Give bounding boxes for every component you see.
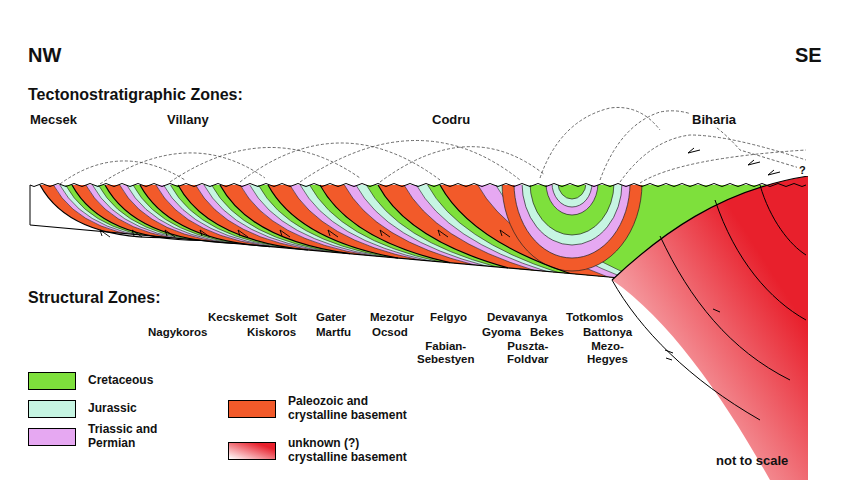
unconformity <box>30 184 806 187</box>
zone-label: Felgyo <box>430 311 467 324</box>
fold-layer <box>514 108 630 258</box>
dashed-arc <box>60 161 185 184</box>
legend-swatch <box>28 400 76 418</box>
direction-label: SE <box>795 44 822 66</box>
slip-arrow <box>165 230 175 237</box>
zone-label: Martfu <box>316 326 351 339</box>
detachment <box>30 225 620 278</box>
section-heading: Structural Zones: <box>28 289 160 307</box>
slip-arrow <box>200 230 210 237</box>
zone-label: ? <box>797 164 808 176</box>
thrust-line <box>660 236 790 380</box>
zone-label: not to scale <box>716 454 788 468</box>
thrust-line <box>760 185 806 255</box>
slip-arrow <box>380 230 390 237</box>
zone-label: Biharia <box>690 113 738 127</box>
zone-label: Bekes <box>530 326 564 339</box>
slip-arrow <box>713 309 720 312</box>
zone-label: Totkomlos <box>566 311 623 324</box>
legend-text: Paleozoic and crystalline basement <box>288 395 418 423</box>
legend-swatch <box>228 442 276 460</box>
dashed-arc <box>100 153 265 184</box>
zone-label: Ocsod <box>372 326 408 339</box>
zone-label: Mecsek <box>28 113 79 127</box>
fold-layer <box>558 167 586 199</box>
thrust-fault <box>440 185 570 274</box>
slip-arrow <box>665 350 673 360</box>
legend-text: Triassic and Permian <box>88 423 168 451</box>
thrust-line <box>612 280 760 420</box>
dashed-arc <box>600 111 806 180</box>
slip-arrow <box>328 230 338 237</box>
legend-text: Jurassic <box>88 402 137 416</box>
direction-label: NW <box>28 44 61 66</box>
eroded-folds <box>60 107 806 184</box>
arrow <box>768 170 780 175</box>
dashed-arc <box>380 147 545 182</box>
legend-swatch <box>228 400 276 418</box>
thrust-fault <box>268 185 398 258</box>
slip-arrow <box>132 230 142 237</box>
section-edge <box>30 185 31 225</box>
thrust-fault <box>40 185 170 238</box>
thrust-fault <box>378 185 508 268</box>
zone-label: Gyoma <box>482 326 521 339</box>
thrust-line <box>715 200 806 320</box>
zone-label: Solt <box>275 311 297 324</box>
legend-swatch <box>28 372 76 390</box>
legend-swatch <box>28 428 76 446</box>
zone-label: Codru <box>430 113 472 127</box>
legend-text: unknown (?) crystalline basement <box>288 437 418 465</box>
slip-arrow <box>438 230 448 237</box>
dashed-arc <box>640 150 806 183</box>
arrow <box>748 160 760 165</box>
syncline <box>502 95 642 271</box>
zone-label: Mezo- Hegyes <box>587 340 628 365</box>
arrow <box>688 148 700 153</box>
dashed-arc <box>540 107 660 178</box>
zone-label: Villany <box>165 113 211 127</box>
dashed-arc <box>620 135 806 182</box>
fold-layer <box>502 95 642 271</box>
slip-arrow <box>280 230 290 237</box>
biharia-basement <box>612 176 808 480</box>
legend-text: Cretaceous <box>88 374 153 388</box>
biharia-boundary <box>612 176 808 280</box>
slip-arrow <box>238 230 248 237</box>
biharia-thrusts <box>612 185 806 420</box>
zone-label: Fabian- Sebestyen <box>417 340 475 365</box>
thrust-faults <box>40 185 570 274</box>
dashed-arc <box>240 143 440 182</box>
thrust-fault <box>105 185 235 243</box>
zone-label: Gater <box>316 311 346 324</box>
zone-label: Kecskemet <box>208 311 269 324</box>
zone-label: Kiskoros <box>247 326 296 339</box>
dashed-arc <box>300 140 520 182</box>
zone-label: Puszta- Foldvar <box>507 340 549 365</box>
zone-label: Nagykoros <box>148 326 207 339</box>
fold-layer <box>530 131 614 235</box>
zone-label: Mezotur <box>370 311 414 324</box>
fold-layer <box>522 121 622 245</box>
zone-label: Devavanya <box>487 311 547 324</box>
zone-label: Battonya <box>583 326 632 339</box>
overthrust-arrows <box>688 148 780 175</box>
section-heading: Tectonostratigraphic Zones: <box>28 86 243 104</box>
slip-arrow <box>500 230 510 237</box>
